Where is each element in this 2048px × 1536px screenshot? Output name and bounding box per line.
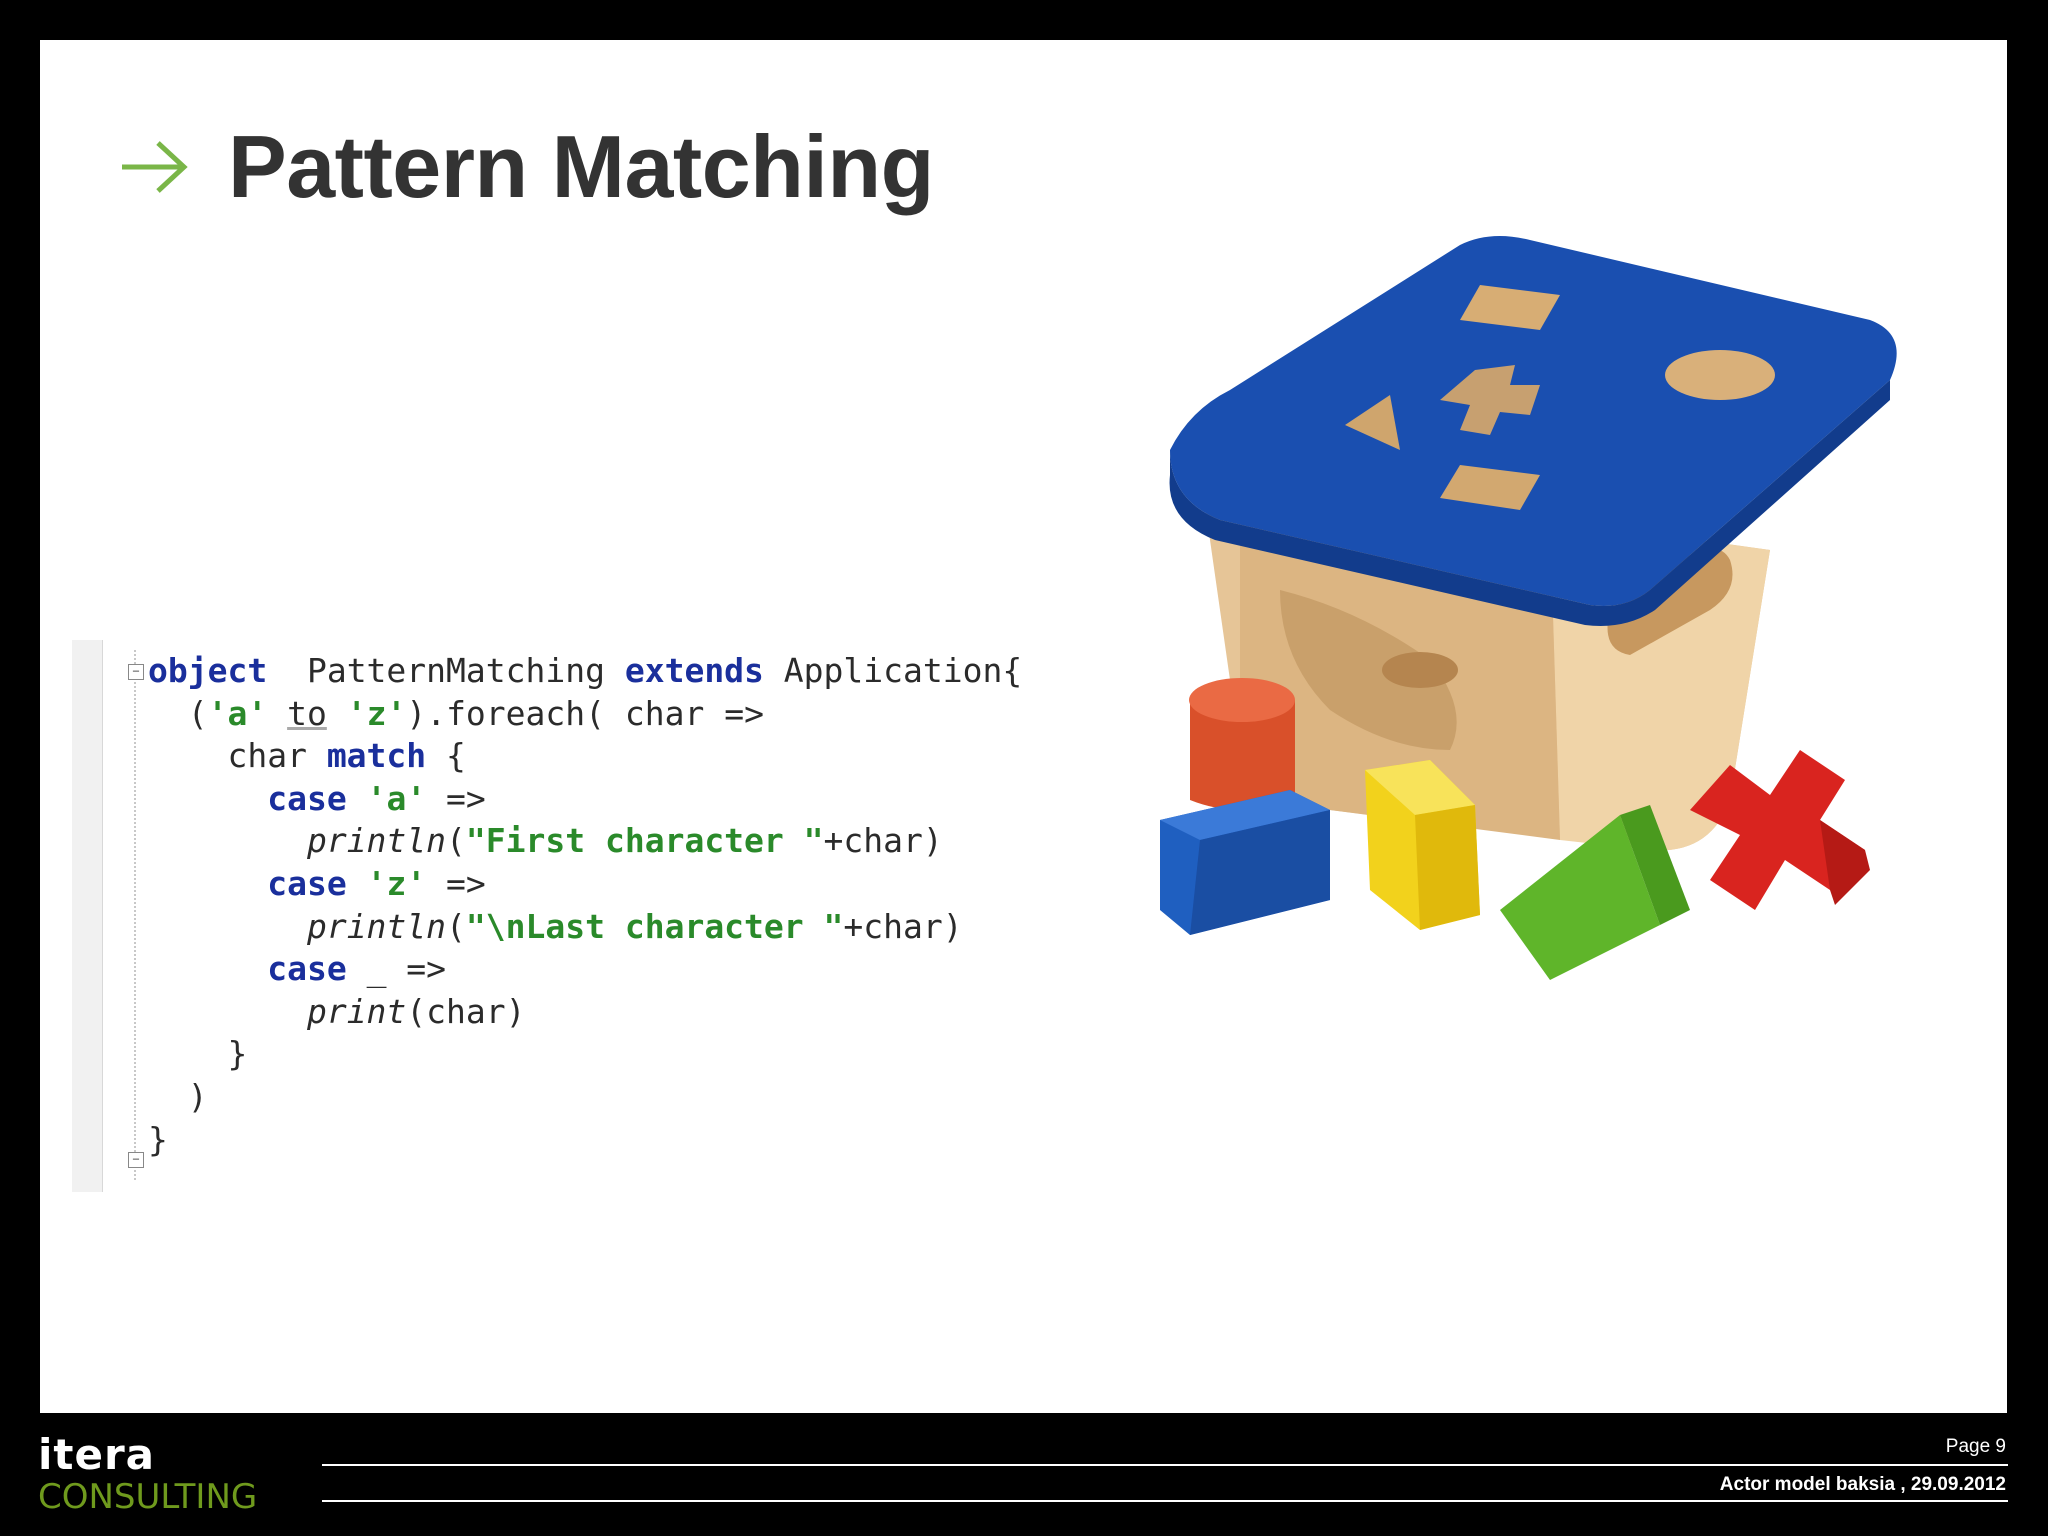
fold-toggle-icon[interactable]: − <box>128 664 144 680</box>
code-token: PatternMatching <box>267 651 625 690</box>
code-token: { <box>426 736 466 776</box>
code-token <box>148 779 267 818</box>
code-token: ( <box>148 693 208 733</box>
code-token: ) <box>148 1076 208 1116</box>
code-token: 'z' <box>346 693 407 733</box>
code-line: println("First character "+char) <box>148 820 1022 863</box>
code-line: } <box>148 1119 1022 1162</box>
code-line: case 'a' => <box>148 778 1022 821</box>
code-token: => <box>426 863 486 903</box>
code-line: char match { <box>148 735 1022 778</box>
code-token <box>327 694 347 733</box>
code-token: match <box>326 736 427 776</box>
code-token: 'z' <box>366 863 427 903</box>
fold-toggle-icon[interactable]: − <box>128 1152 144 1168</box>
code-token: ( <box>446 906 466 946</box>
code-token: "\nLast character " <box>465 906 844 946</box>
code-token: extends <box>624 651 764 690</box>
code-token <box>148 864 267 903</box>
code-token: print <box>306 991 407 1031</box>
code-token: Application{ <box>763 651 1023 690</box>
code-token: println <box>306 906 447 946</box>
code-token: 'a' <box>207 693 268 733</box>
indent-guide <box>134 650 136 1180</box>
footer-divider <box>322 1464 2008 1466</box>
code-token: } <box>148 1119 168 1159</box>
code-line: } <box>148 1033 1022 1076</box>
code-token: "First character " <box>465 821 824 861</box>
logo-wordmark: itera <box>38 1430 156 1479</box>
editor-gutter <box>72 640 103 1192</box>
code-line: ('a' to 'z').foreach( char => <box>148 693 1022 736</box>
logo-subtitle: CONSULTING <box>38 1477 258 1517</box>
footer-caption: Actor model baksia , 29.09.2012 <box>1719 1474 2006 1495</box>
code-token: char <box>148 736 327 776</box>
code-line: ) <box>148 1076 1022 1119</box>
code-token: (char) <box>406 991 526 1031</box>
code-line: object PatternMatching extends Applicati… <box>148 650 1022 693</box>
arrow-right-icon <box>122 141 188 193</box>
code-token <box>148 992 307 1031</box>
code-token <box>347 864 367 903</box>
code-token: => <box>426 778 486 818</box>
code-token: _ => <box>346 949 447 989</box>
code-panel: − − object PatternMatching extends Appli… <box>72 640 1022 1192</box>
code-token: } <box>148 1034 248 1074</box>
page-number: Page 9 <box>1945 1436 2006 1457</box>
code-token: case <box>267 778 347 818</box>
code-block: object PatternMatching extends Applicati… <box>148 650 1022 1161</box>
shape-sorter-toy-icon <box>1160 236 1897 980</box>
code-line: print(char) <box>148 991 1022 1034</box>
title-row: Pattern Matching <box>120 112 934 222</box>
code-token: 'a' <box>366 778 427 818</box>
code-token <box>148 949 267 988</box>
code-token: to <box>287 693 327 733</box>
code-token <box>148 821 307 860</box>
code-token: println <box>306 821 447 861</box>
code-token: ).foreach( char => <box>406 693 764 733</box>
code-token: ( <box>446 821 466 861</box>
slide: Pattern Matching − − object PatternMatch… <box>40 40 2007 1413</box>
code-token: object <box>148 651 268 690</box>
footer-divider <box>322 1500 2008 1502</box>
code-line: case 'z' => <box>148 863 1022 906</box>
code-line: println("\nLast character "+char) <box>148 906 1022 949</box>
code-token <box>347 779 367 818</box>
page-title: Pattern Matching <box>228 117 934 216</box>
code-line: case _ => <box>148 948 1022 991</box>
code-token: +char) <box>843 906 963 946</box>
code-token: case <box>267 949 347 989</box>
company-logo: itera CONSULTING <box>38 1430 258 1518</box>
footer <box>0 1413 2048 1536</box>
code-token: case <box>267 863 347 903</box>
code-token <box>267 694 287 733</box>
code-token <box>148 907 307 946</box>
code-token: +char) <box>823 821 943 861</box>
